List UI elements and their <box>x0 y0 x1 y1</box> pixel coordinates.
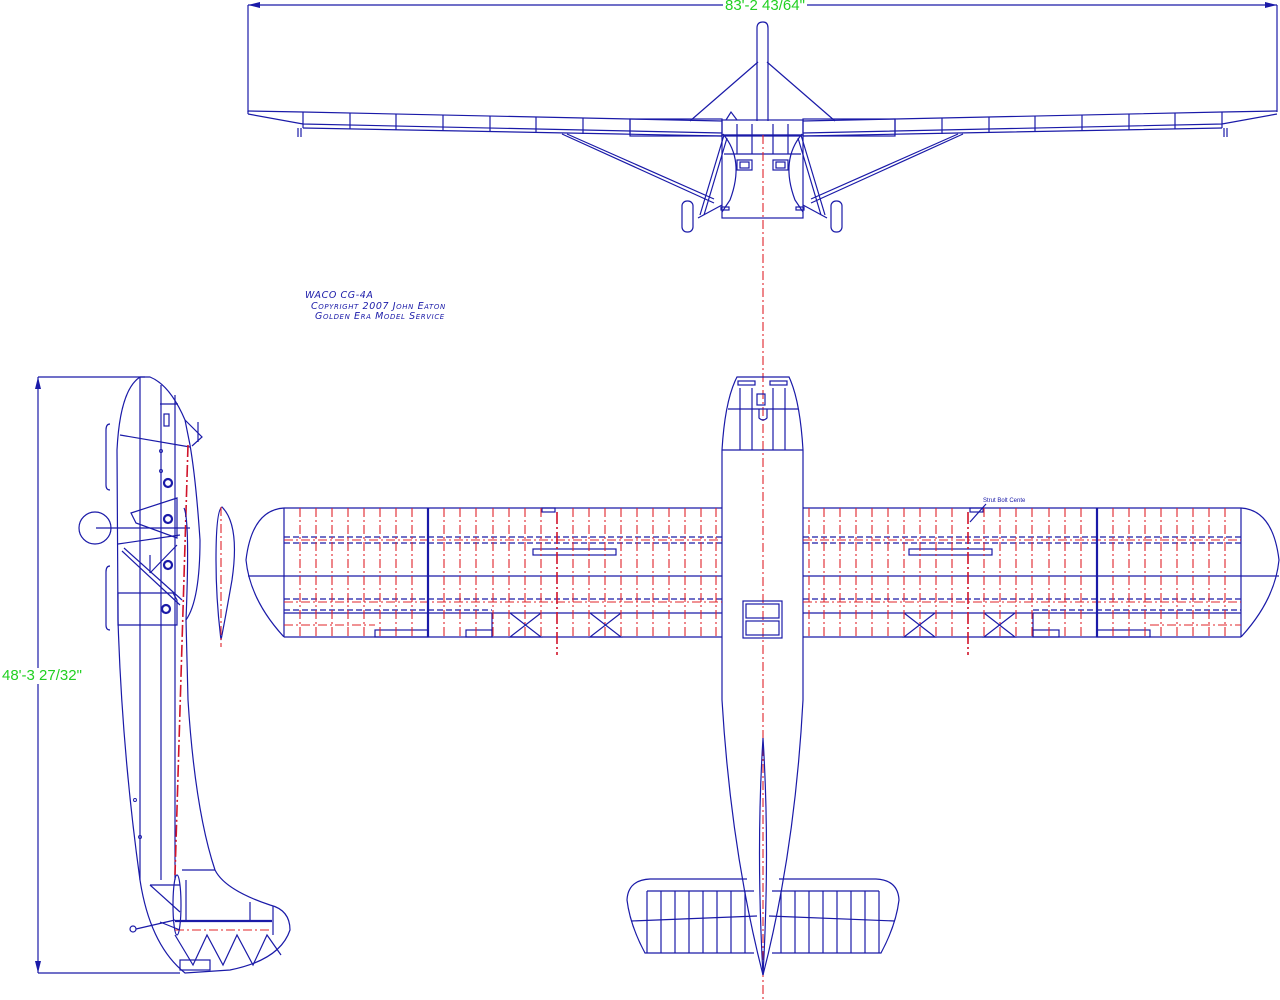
top-horizontal-tail <box>626 878 900 954</box>
title-copyright: Copyright 2007 John Eaton <box>311 300 446 312</box>
top-fuselage <box>721 376 804 976</box>
left-wing-ribs <box>299 508 717 637</box>
strut-bolt-center-note: Strut Bolt Cente <box>983 498 1026 504</box>
top-right-wing <box>803 503 1280 655</box>
top-left-wing <box>245 507 722 655</box>
front-tail-fin <box>689 21 836 122</box>
front-view <box>247 2 1278 233</box>
length-dimension-label: 48'-3 27/32" <box>0 667 84 684</box>
title-block: WACO CG-4A Copyright 2007 John Eaton Gol… <box>305 290 446 323</box>
right-wing-ribs <box>808 508 1226 637</box>
wingspan-dimension-line <box>247 2 1278 112</box>
title-publisher: Golden Era Model Service <box>315 311 445 322</box>
front-landing-gear <box>681 134 843 233</box>
top-view <box>245 376 1280 976</box>
wing-airfoil-section <box>215 506 236 647</box>
wingspan-dimension-label: 83'-2 43/64" <box>723 0 807 14</box>
title-aircraft-name: WACO CG-4A <box>305 290 374 301</box>
front-right-wing <box>802 110 1278 204</box>
side-fuselage-outline <box>116 376 291 974</box>
front-left-wing <box>247 110 723 204</box>
